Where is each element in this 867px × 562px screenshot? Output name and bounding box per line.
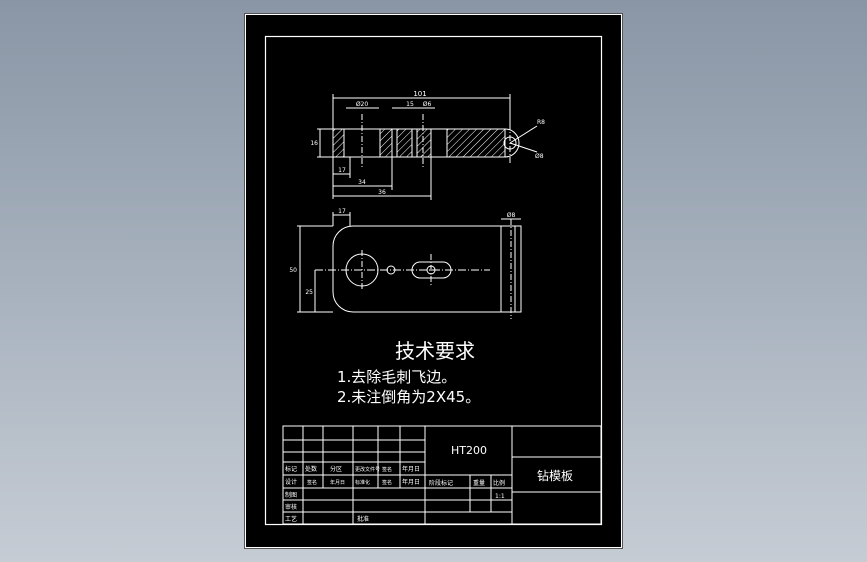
dim-16: 16	[310, 140, 318, 147]
dim-50: 50	[289, 267, 297, 274]
col-file: 更改文件号	[355, 466, 380, 473]
dim-34: 34	[358, 179, 366, 186]
label-draw: 制图	[285, 491, 297, 499]
top-section-view	[317, 94, 538, 200]
dim-r8b: Ø8	[535, 153, 544, 160]
dcol-sign2: 签名	[382, 479, 392, 486]
scale-value: 1:1	[495, 493, 505, 500]
tech-line-1: 1.去除毛刺飞边。	[337, 368, 456, 386]
dim-17: 17	[338, 167, 346, 174]
inner-frame	[264, 35, 603, 526]
dim-d20: Ø20	[356, 101, 369, 108]
label-mark: 标记	[285, 465, 297, 473]
label-stage: 阶段标记	[429, 479, 453, 487]
dim-25: 25	[305, 289, 313, 296]
dim-101: 101	[413, 90, 426, 98]
col-date: 年月日	[402, 465, 420, 473]
dim-d6: Ø6	[423, 101, 432, 108]
col-zone: 分区	[330, 465, 342, 473]
label-approve: 批准	[357, 515, 369, 523]
title-block	[282, 425, 602, 525]
dim-36: 36	[378, 189, 386, 196]
tech-line-2: 2.未注倒角为2X45。	[337, 388, 480, 406]
label-weight: 重量	[473, 479, 485, 487]
outer-border	[245, 14, 622, 548]
dcol-sign: 签名	[307, 479, 317, 486]
dcol-std: 标准化	[355, 479, 370, 486]
dcol-date: 年月日	[330, 479, 345, 486]
drawing-viewport[interactable]: 101 Ø20 15 Ø6 R8 Ø8 16 17 34 36 17 Ø8 50…	[245, 14, 622, 548]
dim-17b: 17	[338, 208, 346, 215]
part-name: 钻模板	[537, 468, 573, 483]
dim-d8: Ø8	[507, 212, 516, 219]
col-count: 处数	[305, 465, 317, 473]
label-check: 审核	[285, 503, 297, 511]
dcol-date2: 年月日	[402, 478, 420, 486]
label-process: 工艺	[285, 515, 297, 523]
drawing-sheet: 101 Ø20 15 Ø6 R8 Ø8 16 17 34 36 17 Ø8 50…	[245, 14, 622, 548]
label-ratio: 比例	[493, 479, 505, 487]
tech-heading: 技术要求	[395, 339, 475, 363]
dim-r8: R8	[537, 119, 545, 126]
col-sign: 签名	[382, 466, 392, 473]
front-view	[297, 212, 522, 319]
dim-15: 15	[406, 101, 414, 108]
material: HT200	[451, 444, 487, 457]
label-design: 设计	[285, 478, 297, 486]
